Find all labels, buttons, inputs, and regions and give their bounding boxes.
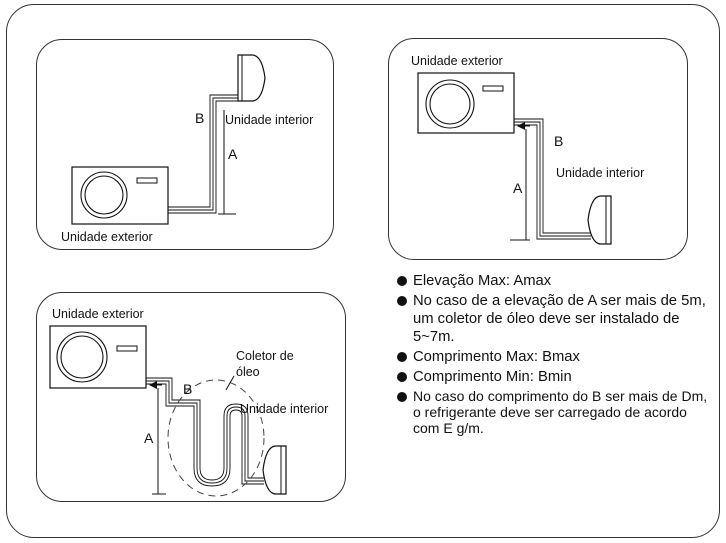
- indoor-unit-1: [237, 54, 266, 102]
- pipe-1: [168, 94, 238, 214]
- bullet-icon: [397, 372, 407, 382]
- outdoor-unit-2: [417, 72, 515, 134]
- outdoor-unit-label-3: Unidade exterior: [52, 307, 144, 321]
- oil-trap-label-line2: óleo: [236, 365, 260, 379]
- outdoor-unit-label-1: Unidade exterior: [61, 230, 153, 244]
- note-text: No caso de a elevação de A ser mais de 5…: [413, 293, 706, 345]
- bullet-icon: [397, 276, 407, 286]
- notes-list: Elevação Max: Amax No caso de a elevação…: [397, 272, 717, 438]
- panel-outdoor-below: [36, 39, 334, 250]
- elevation-a-1: [218, 110, 236, 215]
- indoor-unit-3: [262, 445, 287, 495]
- indoor-unit-2: [587, 195, 612, 245]
- note-item: Comprimento Min: Bmin: [397, 368, 717, 386]
- length-label-b-1: B: [195, 110, 205, 126]
- indoor-unit-label-2: Unidade interior: [556, 166, 645, 180]
- note-item: Elevação Max: Amax: [397, 272, 717, 290]
- note-text: Elevação Max: Amax: [413, 273, 552, 289]
- pipe-3: [146, 377, 264, 487]
- elevation-label-a-2: A: [513, 180, 523, 196]
- length-label-b-3: B: [183, 381, 193, 397]
- oil-trap-leader: [225, 375, 235, 391]
- outer-frame: [6, 4, 720, 538]
- elevation-a-2: [510, 129, 530, 241]
- note-item: No caso de a elevação de A ser mais de 5…: [397, 292, 717, 346]
- oil-trap-circle: [167, 379, 265, 497]
- note-text: Comprimento Min: Bmin: [413, 369, 572, 385]
- outdoor-unit-3: [49, 325, 147, 389]
- outdoor-unit-label-2: Unidade exterior: [411, 54, 503, 68]
- elevation-label-a-3: A: [144, 430, 154, 446]
- length-label-b-2: B: [554, 133, 564, 149]
- bullet-icon: [397, 352, 407, 362]
- indoor-unit-label-3: Unidade interior: [240, 402, 329, 416]
- elevation-a-3: [152, 388, 166, 495]
- bullet-icon: [397, 296, 407, 306]
- panel-outdoor-above: [388, 38, 688, 260]
- panel-oil-trap: [36, 292, 346, 502]
- oil-trap-label-line1: Coletor de: [236, 349, 294, 363]
- elevation-label-a-1: A: [228, 146, 238, 162]
- outdoor-unit-1: [71, 166, 169, 225]
- note-item: Comprimento Max: Bmax: [397, 348, 717, 366]
- note-item: No caso do comprimento do B ser mais de …: [397, 388, 717, 436]
- note-text: No caso do comprimento do B ser mais de …: [413, 388, 708, 436]
- note-text: Comprimento Max: Bmax: [413, 349, 580, 365]
- bullet-icon: [397, 392, 407, 402]
- indoor-unit-label-1: Unidade interior: [225, 113, 314, 127]
- pipe-2: [514, 118, 591, 240]
